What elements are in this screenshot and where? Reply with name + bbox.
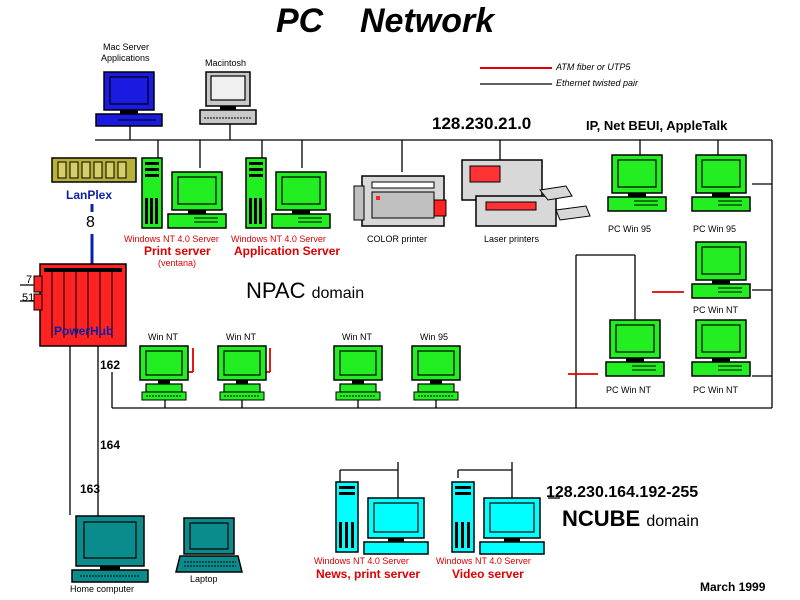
legend-ethernet-label: Ethernet twisted pair xyxy=(556,78,639,88)
port-163-label: 163 xyxy=(80,482,101,496)
lanplex-switch-icon xyxy=(51,157,137,183)
video-server-icon xyxy=(451,481,545,555)
application-server-icon xyxy=(245,157,331,229)
ethernet-lines xyxy=(20,124,773,525)
app-server-os: Windows NT 4.0 Server xyxy=(231,234,326,244)
workstation-4-icon xyxy=(411,345,461,401)
page-title-right: Network xyxy=(360,2,495,40)
port-164-label: 164 xyxy=(100,438,121,452)
video-server-role: Video server xyxy=(452,567,524,581)
pc-winnt-c-label: PC Win NT xyxy=(693,385,738,395)
workstation-3-icon xyxy=(333,345,383,401)
npac-domain-title: NPAC domain xyxy=(246,278,364,304)
protocols-label: IP, Net BEUI, AppleTalk xyxy=(586,118,728,133)
home-computer-icon xyxy=(71,515,149,583)
print-server-icon xyxy=(141,157,227,229)
laser-printers-icon xyxy=(461,159,591,227)
ncube-ip: 128.230.164.192-255 xyxy=(546,484,699,501)
workstation-3-label: Win NT xyxy=(342,332,372,342)
mac-server-label-2: Applications xyxy=(101,53,150,63)
pc-win95-b-icon xyxy=(691,154,751,212)
npac-name: NPAC xyxy=(246,278,306,303)
color-printer-label: COLOR printer xyxy=(367,234,428,244)
pc-winnt-b-label: PC Win NT xyxy=(606,385,651,395)
powerhub-port-51: 51 xyxy=(22,292,35,304)
home-computer-label: Home computer xyxy=(70,584,135,594)
port-162-label: 162 xyxy=(100,358,121,372)
app-server-role: Application Server xyxy=(234,244,341,258)
laser-printers-label: Laser printers xyxy=(484,234,540,244)
powerhub-icon xyxy=(33,263,127,347)
laptop-label: Laptop xyxy=(190,574,218,584)
news-server-role: News, print server xyxy=(316,567,421,581)
news-server-os: Windows NT 4.0 Server xyxy=(314,556,409,566)
date-label: March 1999 xyxy=(700,580,766,594)
print-server-host: (ventana) xyxy=(158,258,197,268)
print-server-role: Print server xyxy=(144,244,211,258)
print-server-os: Windows NT 4.0 Server xyxy=(124,234,219,244)
page-title-left: PC xyxy=(276,2,324,40)
ncube-domain-title: NCUBE domain xyxy=(562,506,699,532)
pc-winnt-b-icon xyxy=(605,319,665,377)
legend-atm-label: ATM fiber or UTP5 xyxy=(556,62,631,72)
pc-win95-b-label: PC Win 95 xyxy=(693,224,737,234)
workstation-2-icon xyxy=(217,345,267,401)
network-ip: 128.230.21.0 xyxy=(432,114,532,133)
pc-winnt-a-icon xyxy=(691,241,751,299)
workstation-2-label: Win NT xyxy=(226,332,256,342)
ncube-name: NCUBE xyxy=(562,506,641,531)
mac-server-label-1: Mac Server xyxy=(103,42,150,52)
mac-server-icon xyxy=(95,71,163,127)
video-server-os: Windows NT 4.0 Server xyxy=(436,556,531,566)
color-printer-icon xyxy=(353,175,447,227)
lanplex-label: LanPlex xyxy=(66,188,113,202)
powerhub-port-7: 7 xyxy=(26,274,33,286)
pc-winnt-a-label: PC Win NT xyxy=(693,305,738,315)
pc-winnt-c-icon xyxy=(691,319,751,377)
news-server-icon xyxy=(335,481,429,555)
workstation-1-icon xyxy=(139,345,189,401)
powerhub-label: PowerHub xyxy=(54,324,114,338)
workstation-1-label: Win NT xyxy=(148,332,178,342)
npac-suffix: domain xyxy=(311,285,365,302)
pc-win95-a-icon xyxy=(607,154,667,212)
pc-win95-a-label: PC Win 95 xyxy=(608,224,652,234)
ncube-suffix: domain xyxy=(646,513,699,530)
workstation-4-label: Win 95 xyxy=(420,332,449,342)
lanplex-port: 8 xyxy=(86,214,95,231)
macintosh-icon xyxy=(199,71,257,125)
laptop-icon xyxy=(175,517,243,573)
macintosh-label: Macintosh xyxy=(205,58,247,68)
